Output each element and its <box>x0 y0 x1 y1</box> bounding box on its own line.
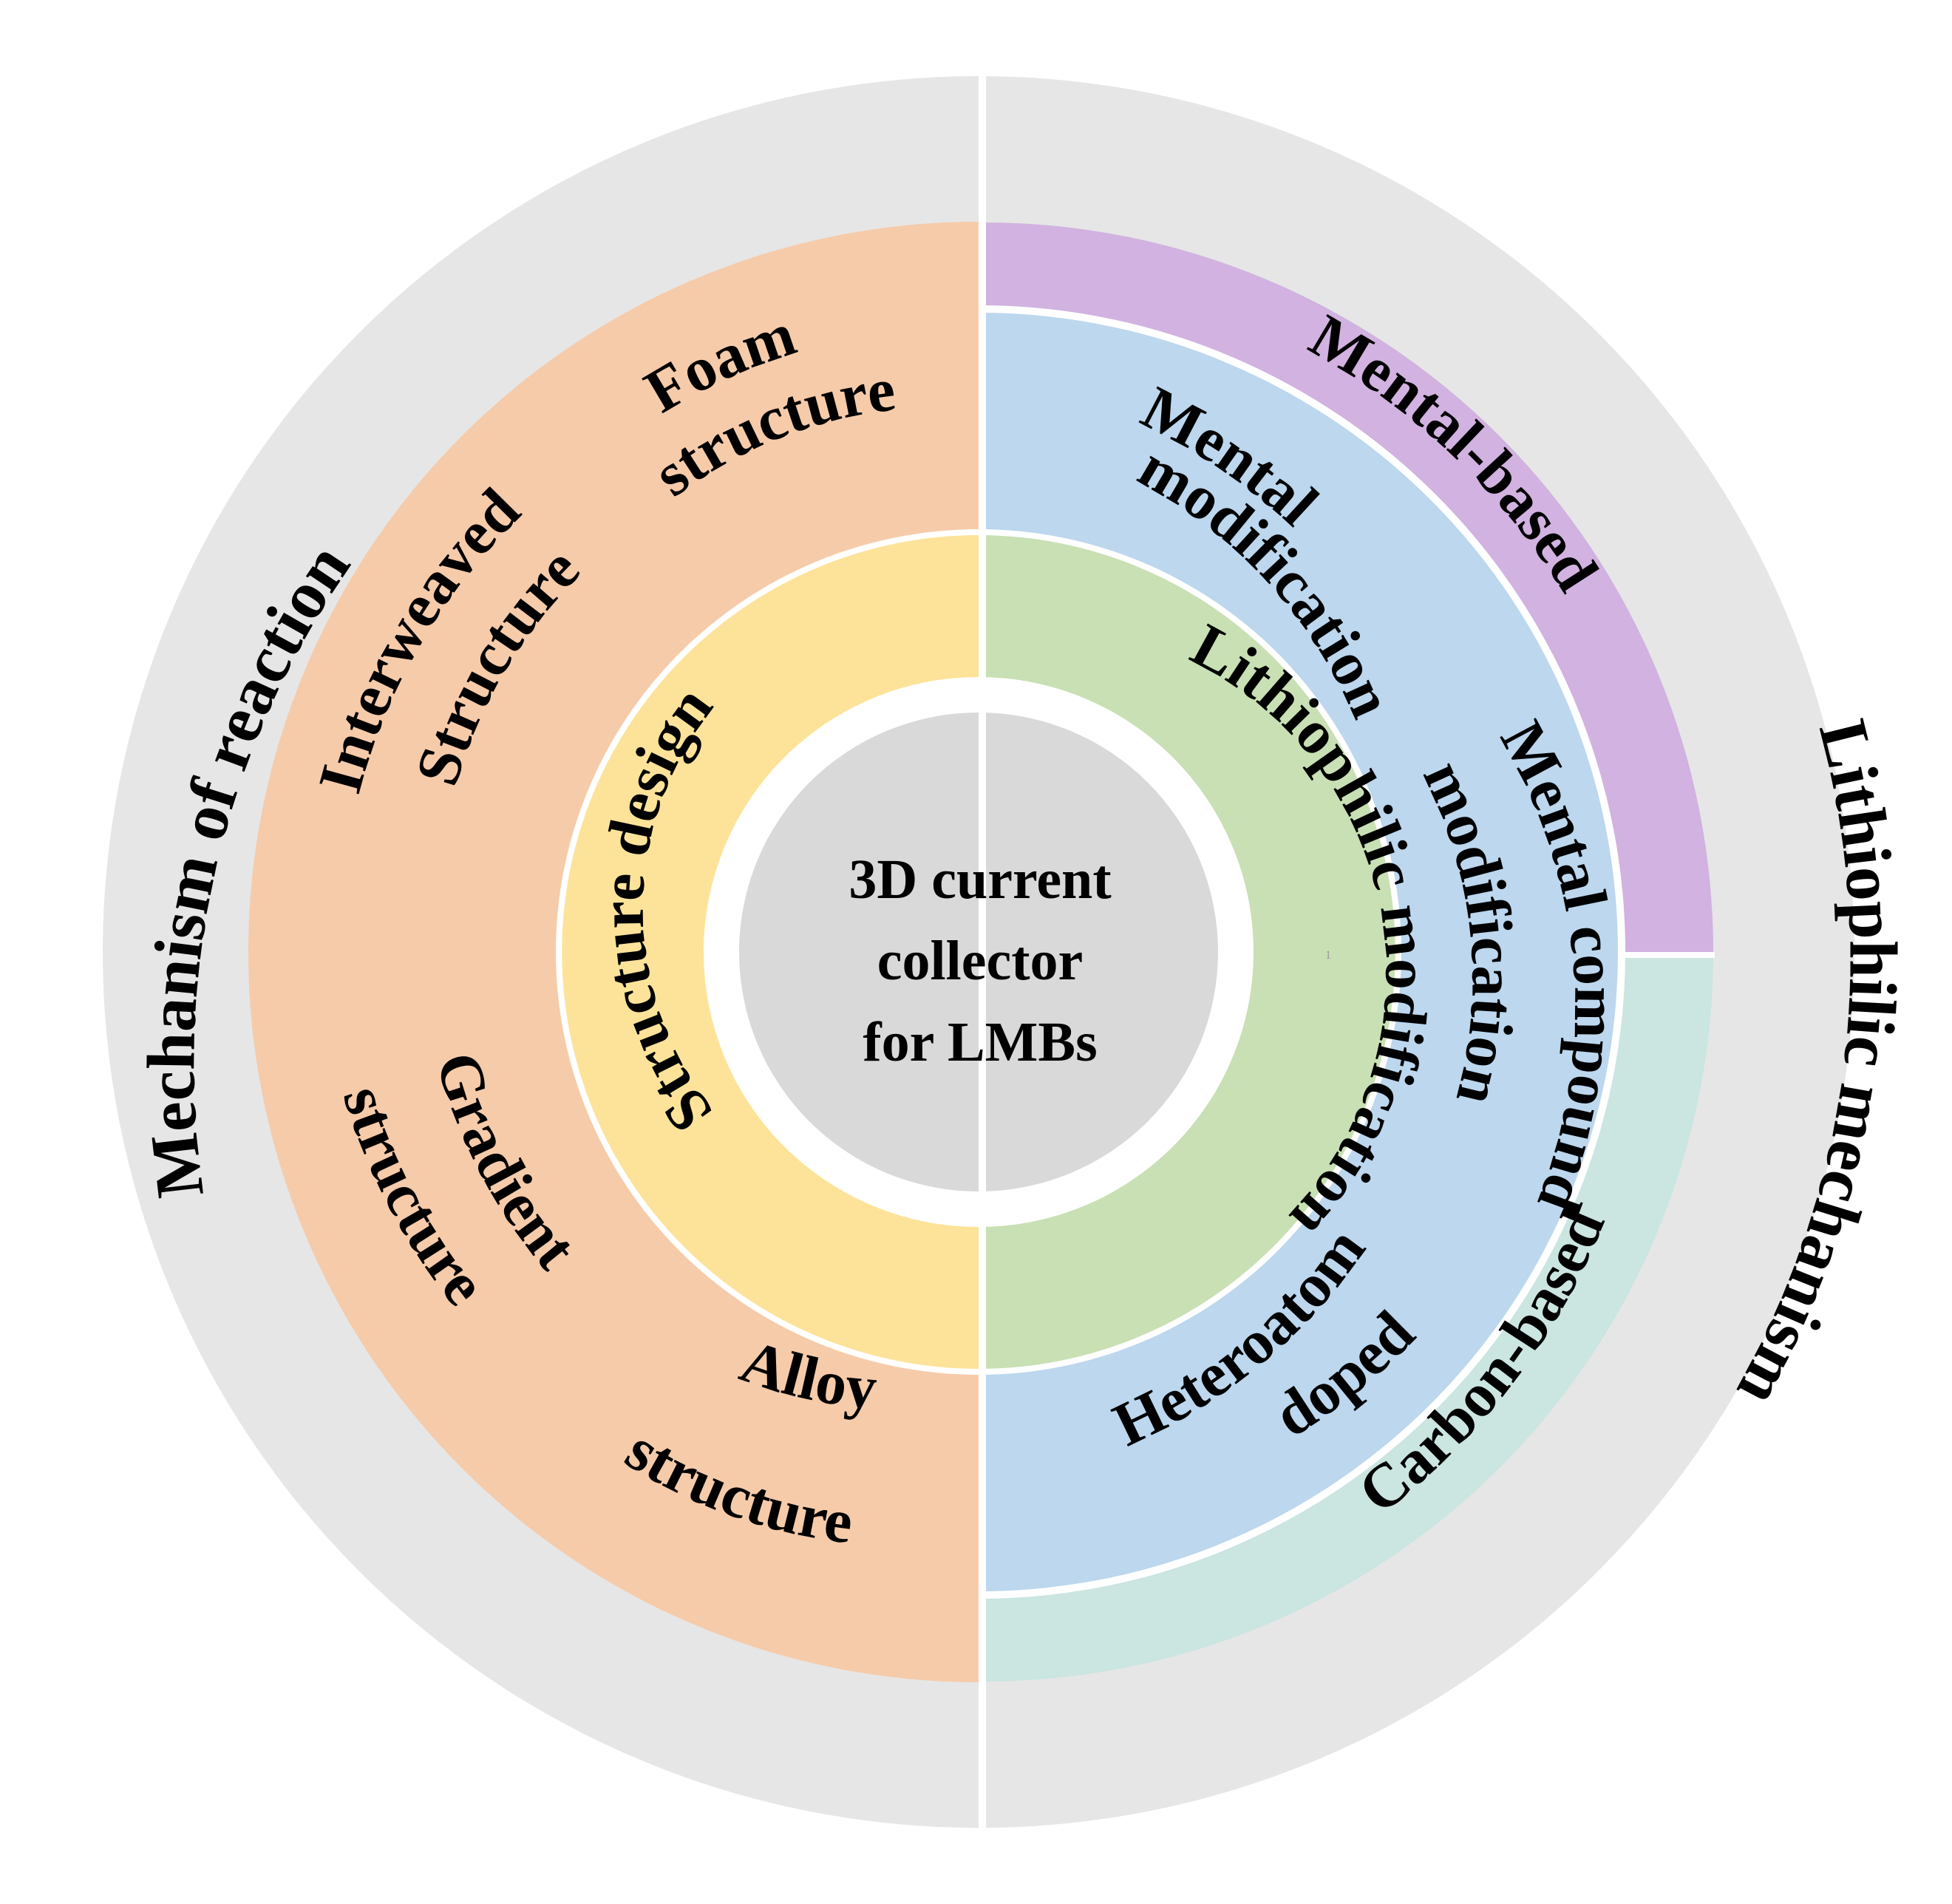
center-title-line-1: 3D current <box>849 849 1111 911</box>
stray-mark: 1 <box>1325 949 1331 962</box>
center-title-line-3: for LMBs <box>863 1011 1097 1073</box>
center-title-line-2: collector <box>877 930 1083 992</box>
